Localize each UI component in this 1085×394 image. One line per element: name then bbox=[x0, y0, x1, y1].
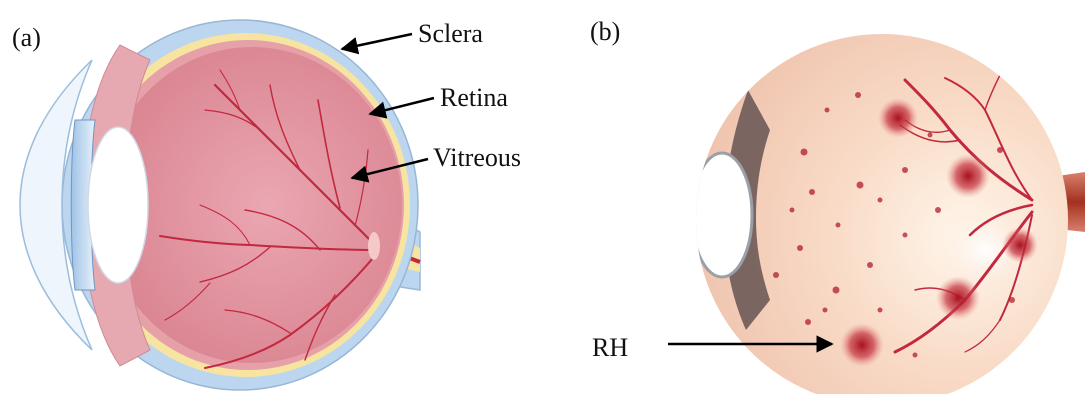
hemorrhage bbox=[936, 276, 980, 320]
optic-disc bbox=[368, 232, 380, 260]
label-retina: Retina bbox=[440, 83, 508, 112]
label-vitreous: Vitreous bbox=[433, 143, 521, 172]
hemorrhage bbox=[878, 98, 918, 138]
panel-b-tag: (b) bbox=[590, 17, 620, 46]
label-rh: RH bbox=[592, 333, 628, 362]
lens bbox=[88, 127, 148, 283]
label-sclera: Sclera bbox=[418, 19, 483, 48]
hemorrhage bbox=[1002, 227, 1038, 263]
panel-a-tag: (a) bbox=[12, 23, 41, 52]
hemorrhage bbox=[840, 323, 884, 367]
panel-a-eye-cross-section: (a) Sclera Retina Vitreous bbox=[12, 19, 521, 390]
arrow-sclera bbox=[342, 34, 412, 49]
lens bbox=[692, 153, 752, 277]
panel-b-fundus-hemorrhage: (b) RH bbox=[590, 17, 1085, 394]
hemorrhage bbox=[946, 154, 990, 198]
